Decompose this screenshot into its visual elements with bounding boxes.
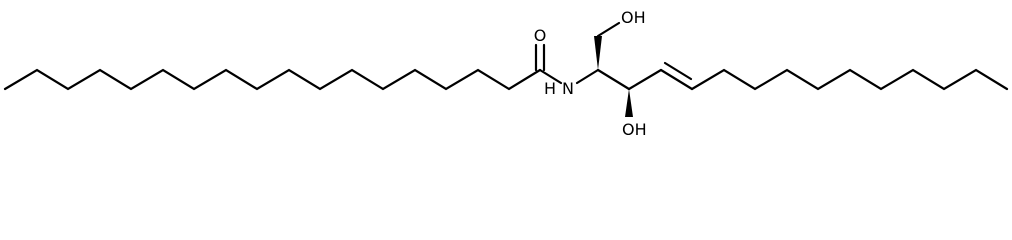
amide-hydrogen-label: H bbox=[544, 79, 556, 98]
c1-oh-bond bbox=[596, 21, 621, 38]
c4-c5-bond bbox=[659, 68, 694, 91]
acyl-chain-bonds bbox=[3, 68, 542, 91]
c4-c5-double-bond-line bbox=[663, 61, 693, 81]
c2-c1-wedge-bond bbox=[594, 36, 602, 70]
amide-nitrogen-label: N bbox=[562, 79, 574, 98]
n-c2-bond bbox=[575, 68, 600, 85]
carbonyl-group bbox=[534, 43, 546, 72]
primary-hydroxyl-label: OH bbox=[621, 8, 646, 27]
ceramide-structure: O N H OH OH bbox=[3, 8, 1009, 138]
secondary-hydroxyl-label: OH bbox=[622, 120, 647, 138]
amide-c-n-bond bbox=[538, 68, 563, 85]
c3-c4-bond bbox=[627, 68, 663, 91]
sphingoid-chain-bonds bbox=[690, 68, 1009, 91]
c2-c3-bond bbox=[596, 68, 631, 91]
trans-double-bond bbox=[659, 61, 694, 91]
acyl-chain bbox=[3, 68, 542, 91]
c3-oh-wedge-bond bbox=[625, 89, 633, 117]
carbonyl-oxygen-label: O bbox=[534, 26, 547, 45]
sphingoid-chain bbox=[690, 68, 1009, 91]
